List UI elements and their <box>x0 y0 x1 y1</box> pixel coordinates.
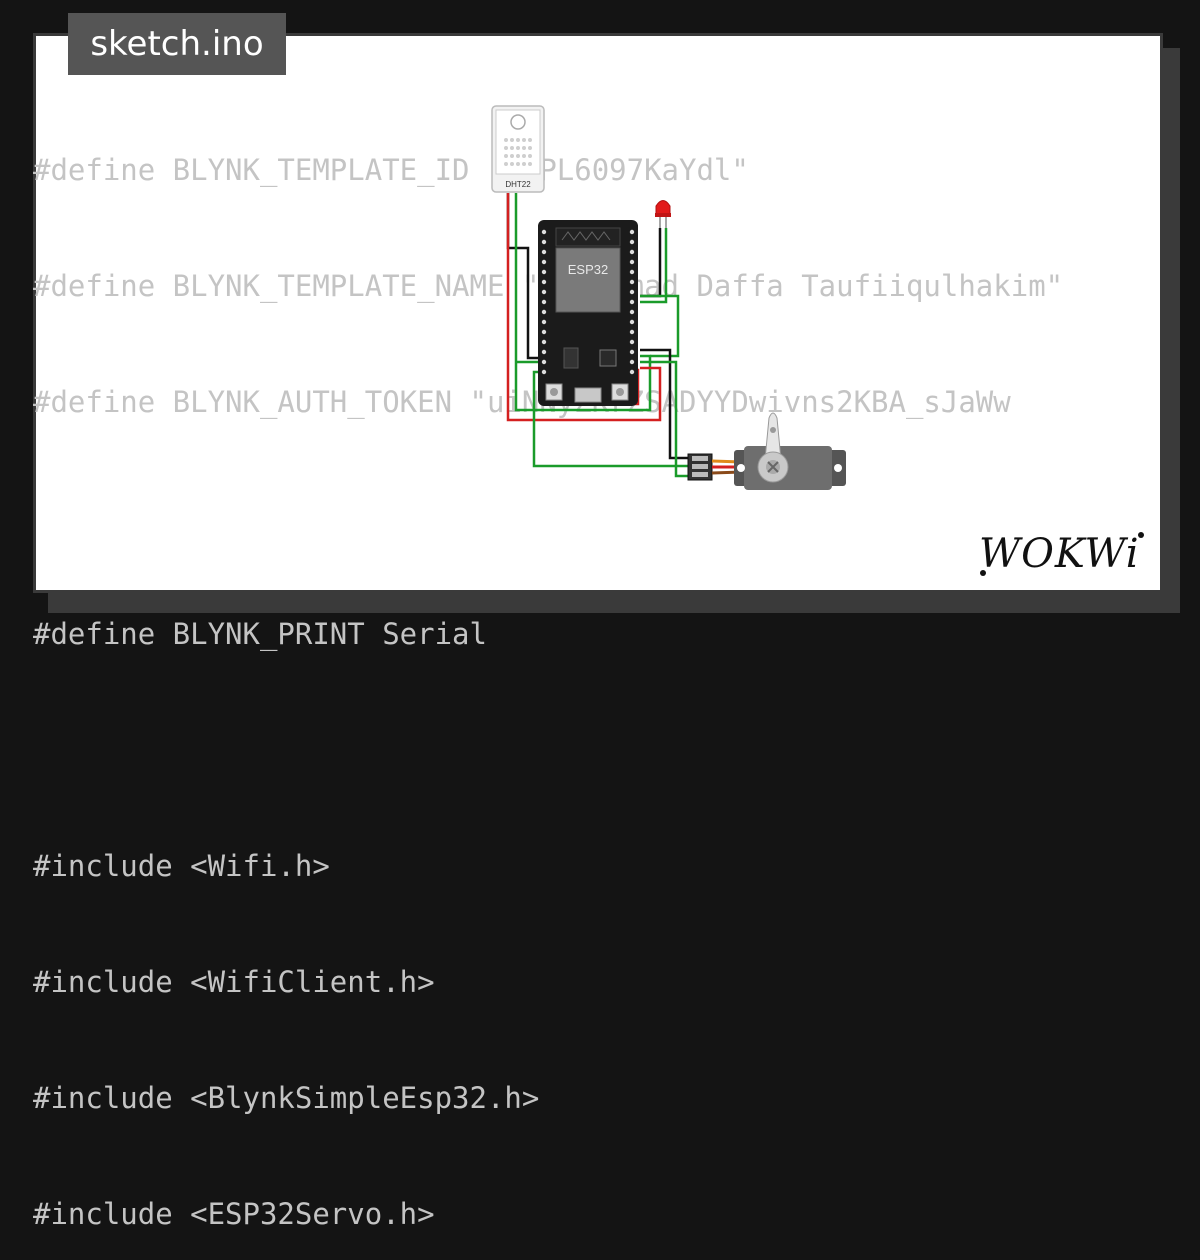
dht22-label: DHT22 <box>505 180 531 189</box>
code-line: #define BLYNK_AUTH_TOKEN "uiNNyZKrZSADYY… <box>33 385 1011 419</box>
wire-servo-gnd <box>640 348 690 460</box>
code-line: #include <WifiClient.h> <box>33 965 435 999</box>
code-line: #include <ESP32Servo.h> <box>33 1197 435 1231</box>
wire-dht-vcc <box>506 193 662 422</box>
wire-led-gnd <box>640 228 662 298</box>
wokwi-logo: WOKWi <box>979 531 1144 577</box>
dht22-sensor[interactable]: DHT22 <box>491 105 545 193</box>
circuit-diagram: DHT22 ESP32 <box>491 105 846 490</box>
wire-servo-signal <box>640 360 690 478</box>
code-line: #include <BlynkSimpleEsp32.h> <box>33 1081 540 1115</box>
wire-dht-data <box>514 193 652 412</box>
red-led[interactable] <box>655 200 671 229</box>
esp32-label: ESP32 <box>568 262 608 277</box>
wire-led-signal <box>640 228 668 304</box>
esp32-board[interactable]: ESP32 <box>538 220 638 406</box>
code-line <box>33 726 1133 774</box>
code-line: #include <Wifi.h> <box>33 849 330 883</box>
filename-tab[interactable]: sketch.ino <box>68 13 286 75</box>
wokwi-logo-text: WOKWi <box>979 531 1140 577</box>
servo-motor[interactable] <box>734 412 846 490</box>
wire-right-loop <box>640 294 680 358</box>
servo-connector <box>687 453 743 481</box>
